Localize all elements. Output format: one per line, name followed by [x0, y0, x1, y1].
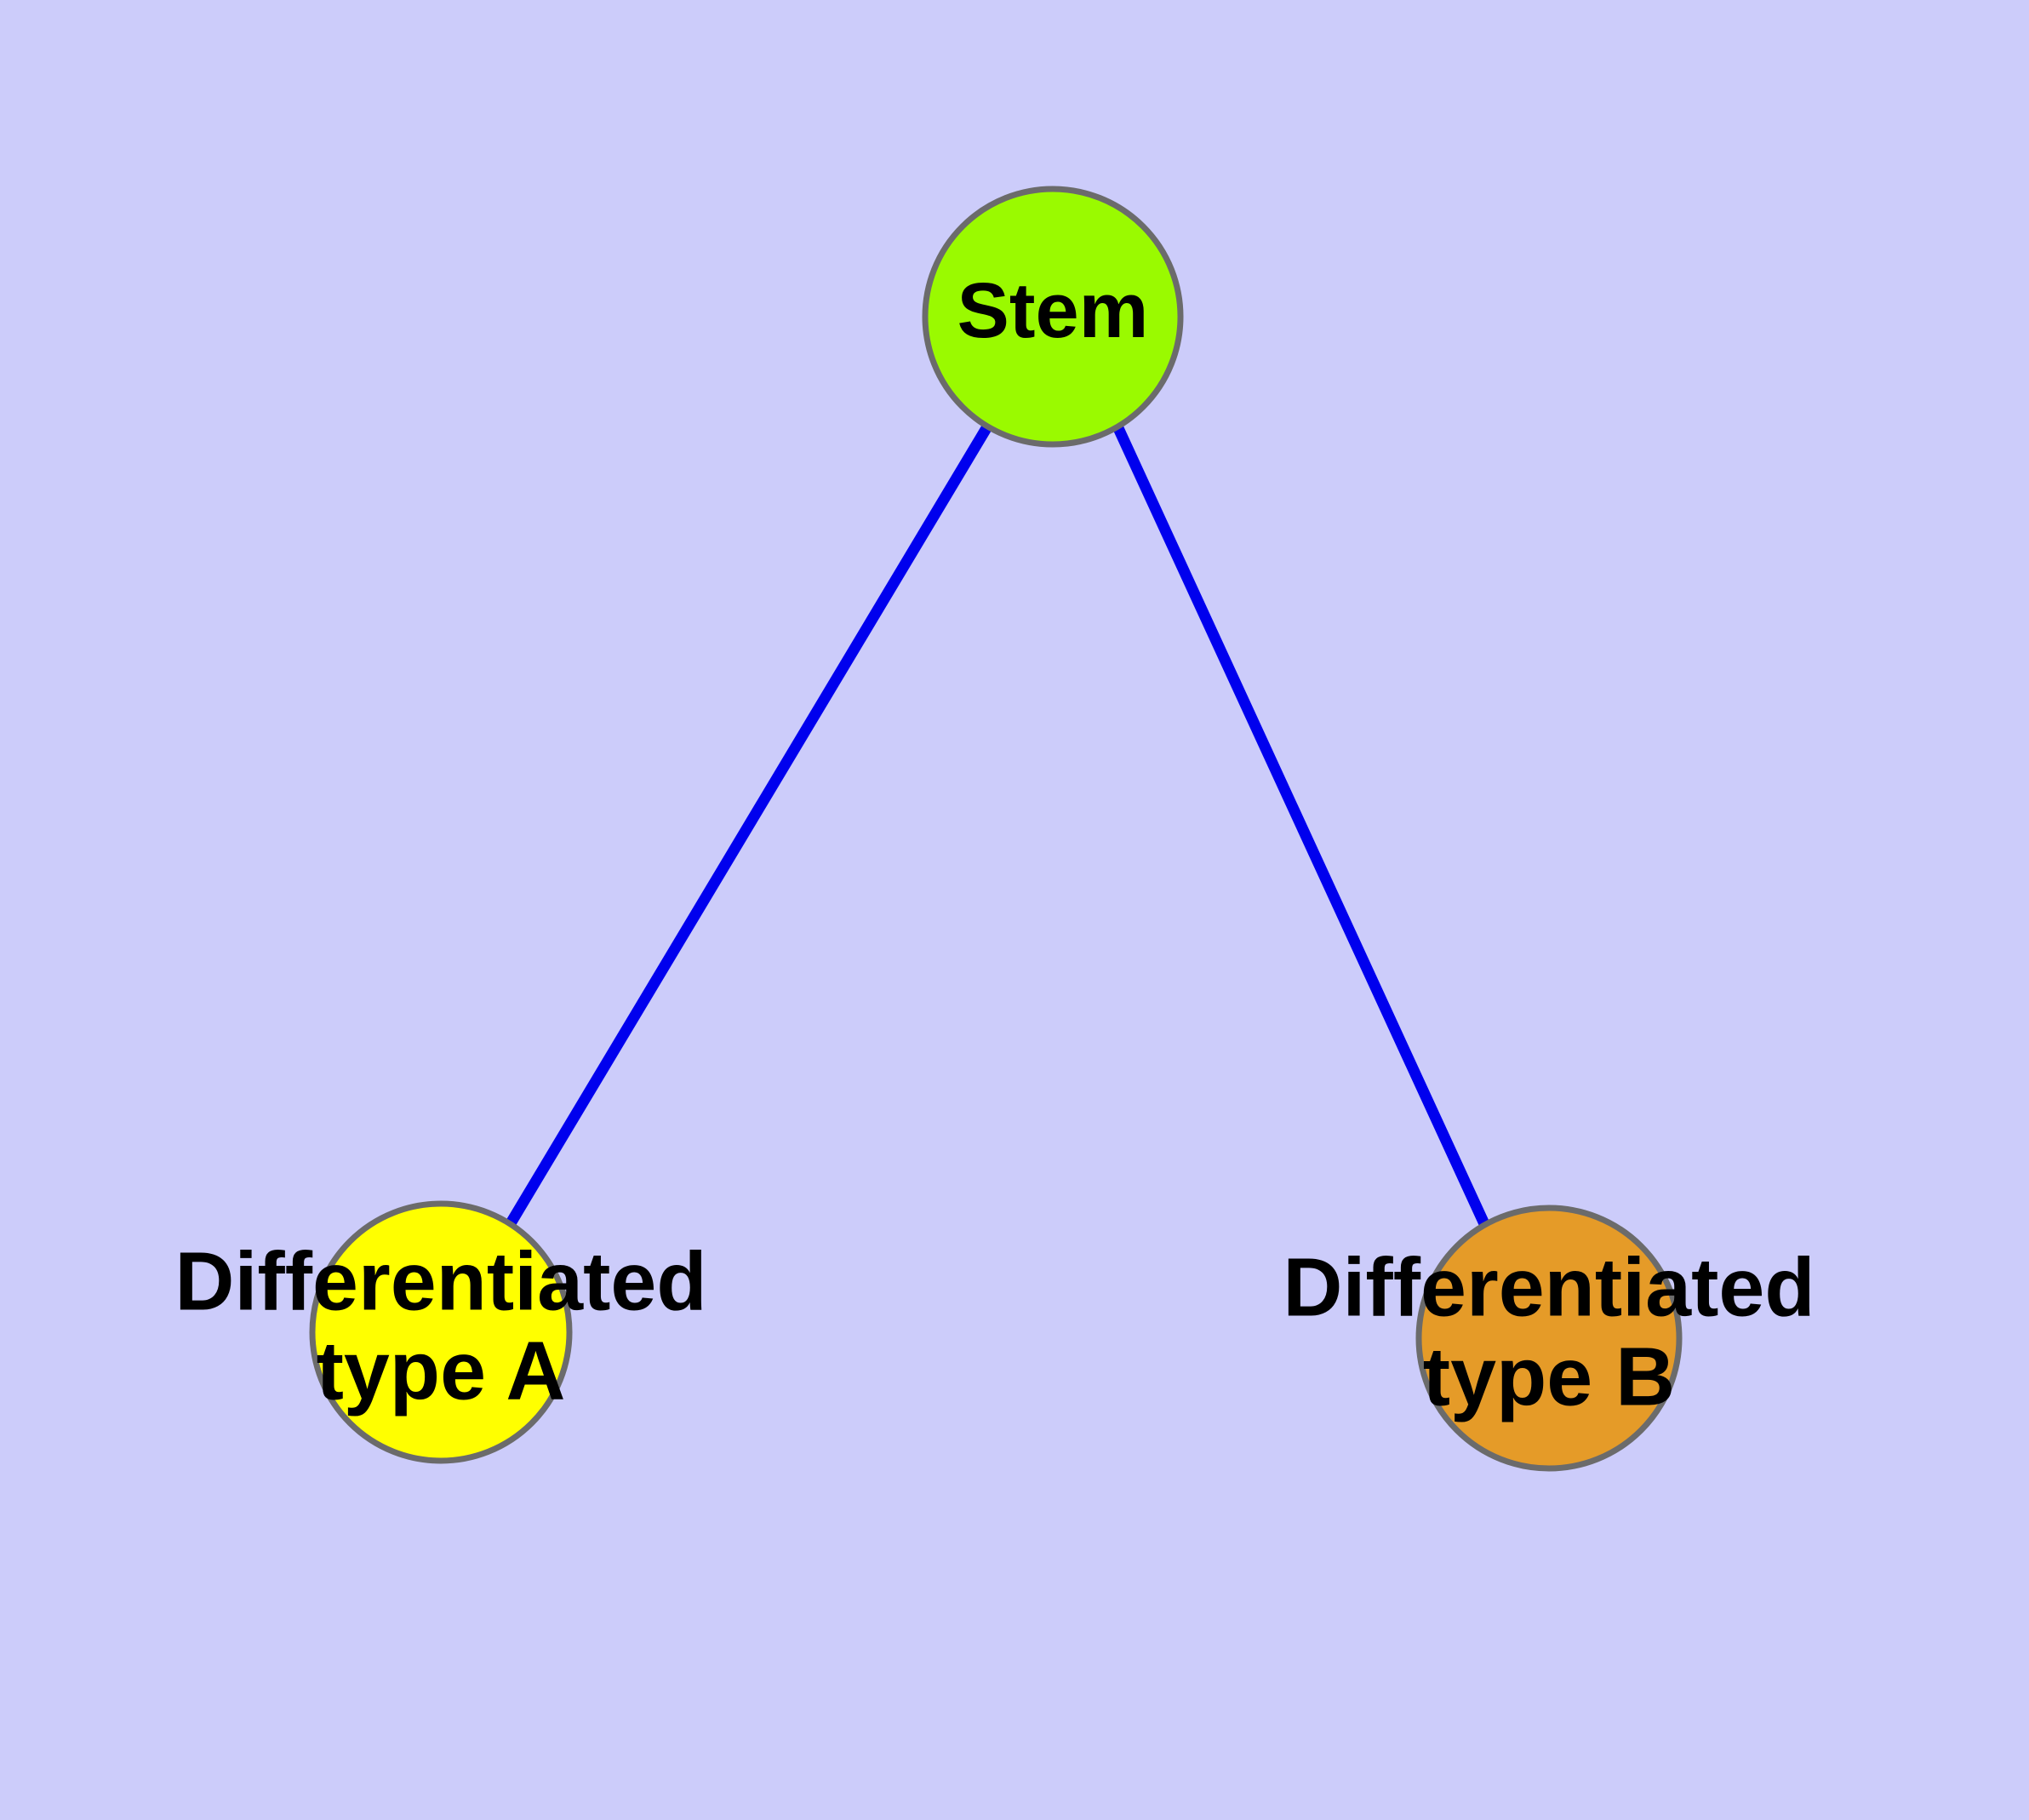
- node-differentiated-type-a-circle[interactable]: [309, 1200, 573, 1464]
- edges-group: [506, 425, 1491, 1230]
- node-label-line: Stem: [957, 267, 1149, 354]
- node-label-line: type B: [1423, 1330, 1675, 1422]
- node-label-line: type A: [317, 1324, 566, 1417]
- node-label-line: Differentiated: [174, 1234, 706, 1327]
- node-differentiated-type-b-circle[interactable]: [1415, 1205, 1683, 1472]
- node-stem[interactable]: Stem: [922, 186, 1184, 448]
- node-stem-circle[interactable]: [922, 186, 1184, 448]
- edge-stem-to-differentiated-type-a[interactable]: [506, 425, 992, 1227]
- node-stem-label: Stem: [957, 267, 1149, 354]
- node-label-line: Differentiated: [1283, 1240, 1815, 1333]
- edge-stem-to-differentiated-type-b[interactable]: [1113, 426, 1491, 1230]
